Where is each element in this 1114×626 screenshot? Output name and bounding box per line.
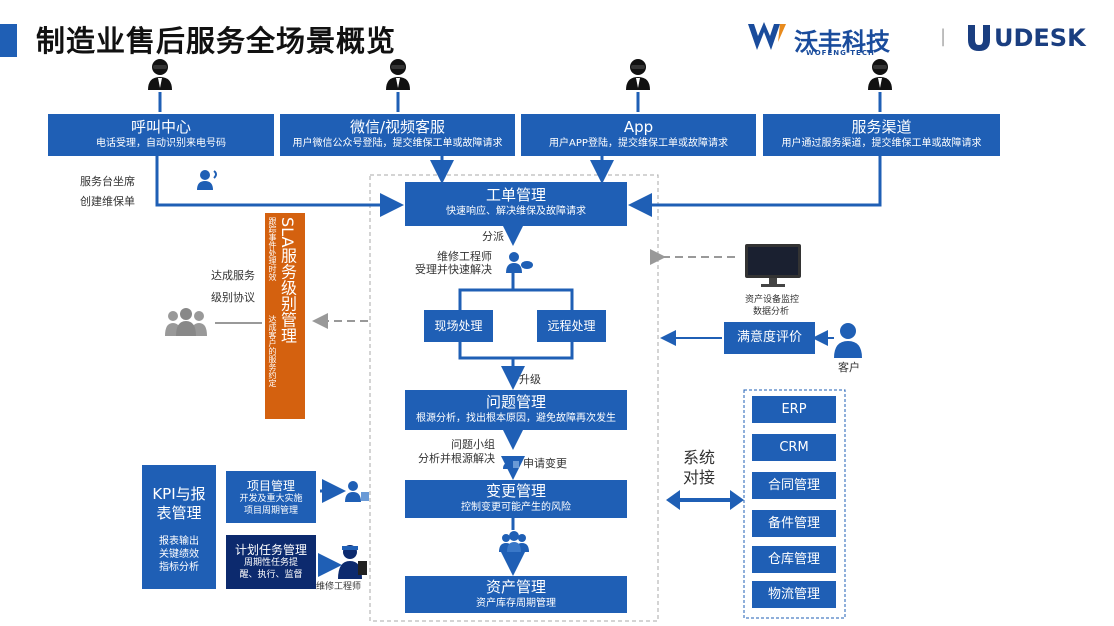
engineer-icon (505, 251, 533, 273)
channel-service: 服务渠道 用户通过服务渠道，提交维保工单或故障请求 (763, 114, 1000, 156)
change-request-icon (503, 454, 519, 469)
plan-task-box: 计划任务管理 周期性任务提 醒、执行、监督 (226, 535, 316, 589)
onsite-process-box: 现场处理 (424, 310, 493, 342)
monitor-label: 资产设备监控 (745, 295, 800, 305)
channel-title: 微信/视频客服 (349, 118, 446, 136)
problem-group-label: 问题小组 (451, 438, 495, 451)
channel-title: App (623, 118, 654, 136)
udesk-logo-icon (968, 25, 990, 51)
logo-divider: | (940, 26, 947, 47)
system-logistics: 物流管理 (752, 581, 836, 608)
repair-engineer-icon (338, 543, 368, 579)
kpi-desc: 关键绩效 (159, 549, 199, 560)
change-title: 变更管理 (485, 482, 546, 500)
plan-line: 周期性任务提 (243, 558, 298, 568)
ticket-management-box: 工单管理 快速响应、解决维保及故障请求 (405, 182, 627, 226)
system-warehouse: 仓库管理 (752, 546, 836, 573)
udesk-logo-text: UDESK (994, 24, 1086, 52)
system-connect-label: 对接 (683, 468, 716, 487)
ticket-subtitle: 快速响应、解决维保及故障请求 (446, 206, 586, 217)
channel-subtitle: 电话受理，自动识别来电号码 (96, 138, 226, 149)
change-management-box: 变更管理 控制变更可能产生的风险 (405, 480, 627, 518)
asset-management-box: 资产管理 资产库存周期管理 (405, 576, 627, 613)
page-title: 制造业售后服务全场景概览 (36, 24, 397, 58)
headset-agent-icon (196, 168, 220, 190)
kpi-report-box: KPI与报 表管理 报表输出 关键绩效 指标分析 (142, 465, 216, 589)
change-subtitle: 控制变更可能产生的风险 (461, 502, 571, 513)
sla-note: 跟踪事件处理时效 (268, 217, 277, 281)
channel-wechat-video: 微信/视频客服 用户微信公众号登陆，提交维保工单或故障请求 (280, 114, 515, 156)
plan-line: 醒、执行、监督 (239, 570, 303, 580)
engineer-action-label: 受理并快速解决 (415, 263, 492, 276)
wofeng-logo-subtext: WOFENG TECH (806, 49, 875, 57)
sla-management-box: SLA服务级别管理 跟踪事件处理时效 达成客户的服务约定 (265, 213, 305, 419)
asset-title: 资产管理 (485, 578, 546, 596)
channel-subtitle: 用户微信公众号登陆，提交维保工单或故障请求 (292, 138, 503, 149)
system-crm: CRM (752, 434, 836, 461)
problem-title: 问题管理 (485, 393, 546, 411)
asset-subtitle: 资产库存周期管理 (476, 598, 556, 609)
engineer-label: 维修工程师 (437, 250, 492, 263)
remote-process-box: 远程处理 (537, 310, 606, 342)
plan-title: 计划任务管理 (234, 543, 307, 557)
problem-group-action-label: 分析并根源解决 (418, 452, 495, 465)
system-label: 系统 (683, 448, 716, 467)
kpi-desc: 指标分析 (159, 562, 199, 573)
agent-icon (625, 58, 651, 90)
project-line: 项目周期管理 (243, 506, 298, 516)
project-management-box: 项目管理 开发及重大实施 项目周期管理 (226, 471, 316, 523)
channel-app: App 用户APP登陆，提交维保工单或故障请求 (521, 114, 756, 156)
monitor-sub-label: 数据分析 (753, 307, 790, 317)
wofeng-logo-icon (748, 22, 788, 52)
title-accent-bar (0, 24, 17, 57)
upgrade-label: 升级 (519, 373, 541, 386)
channel-title: 服务渠道 (851, 118, 912, 136)
monitor-icon (743, 242, 803, 288)
dispatch-label: 分派 (482, 230, 504, 243)
agent-icon (385, 58, 411, 90)
channel-subtitle: 用户通过服务渠道，提交维保工单或故障请求 (781, 138, 982, 149)
agent-icon (147, 58, 173, 90)
project-title: 项目管理 (246, 479, 295, 493)
ticket-title: 工单管理 (485, 186, 546, 204)
channel-call-center: 呼叫中心 电话受理，自动识别来电号码 (48, 114, 274, 156)
problem-management-box: 问题管理 根源分析，找出根本原因，避免故障再次发生 (405, 390, 627, 430)
system-erp: ERP (752, 396, 836, 423)
problem-subtitle: 根源分析，找出根本原因，避免故障再次发生 (416, 413, 616, 424)
kpi-title-line: 表管理 (156, 504, 202, 522)
kpi-title: KPI与报 (152, 485, 206, 503)
sla-note: 达成客户的服务约定 (268, 315, 277, 387)
repair-engineer-label: 维修工程师 (316, 582, 362, 592)
project-line: 开发及重大实施 (239, 494, 303, 504)
channel-subtitle: 用户APP登陆，提交维保工单或故障请求 (549, 138, 728, 149)
service-desk-label: 服务台坐席 (80, 175, 135, 188)
sla-reach-label: 达成服务 (211, 269, 255, 282)
sla-agreement-label: 级别协议 (211, 291, 255, 304)
system-spare-parts: 备件管理 (752, 510, 836, 537)
system-contract: 合同管理 (752, 472, 836, 499)
agent-icon (867, 58, 893, 90)
group-icon (499, 530, 529, 552)
create-ticket-label: 创建维保单 (80, 195, 135, 208)
apply-change-label: 申请变更 (523, 457, 567, 470)
sla-title: SLA服务级别管理 (278, 217, 297, 344)
satisfaction-box: 满意度评价 (724, 322, 815, 354)
team-icon (163, 306, 209, 336)
kpi-desc: 报表输出 (159, 536, 199, 547)
customer-label: 客户 (838, 361, 860, 374)
channel-title: 呼叫中心 (130, 118, 191, 136)
project-person-icon (344, 480, 370, 502)
wofeng-logo-text: 沃丰科技 (794, 28, 890, 56)
customer-icon (834, 322, 862, 358)
